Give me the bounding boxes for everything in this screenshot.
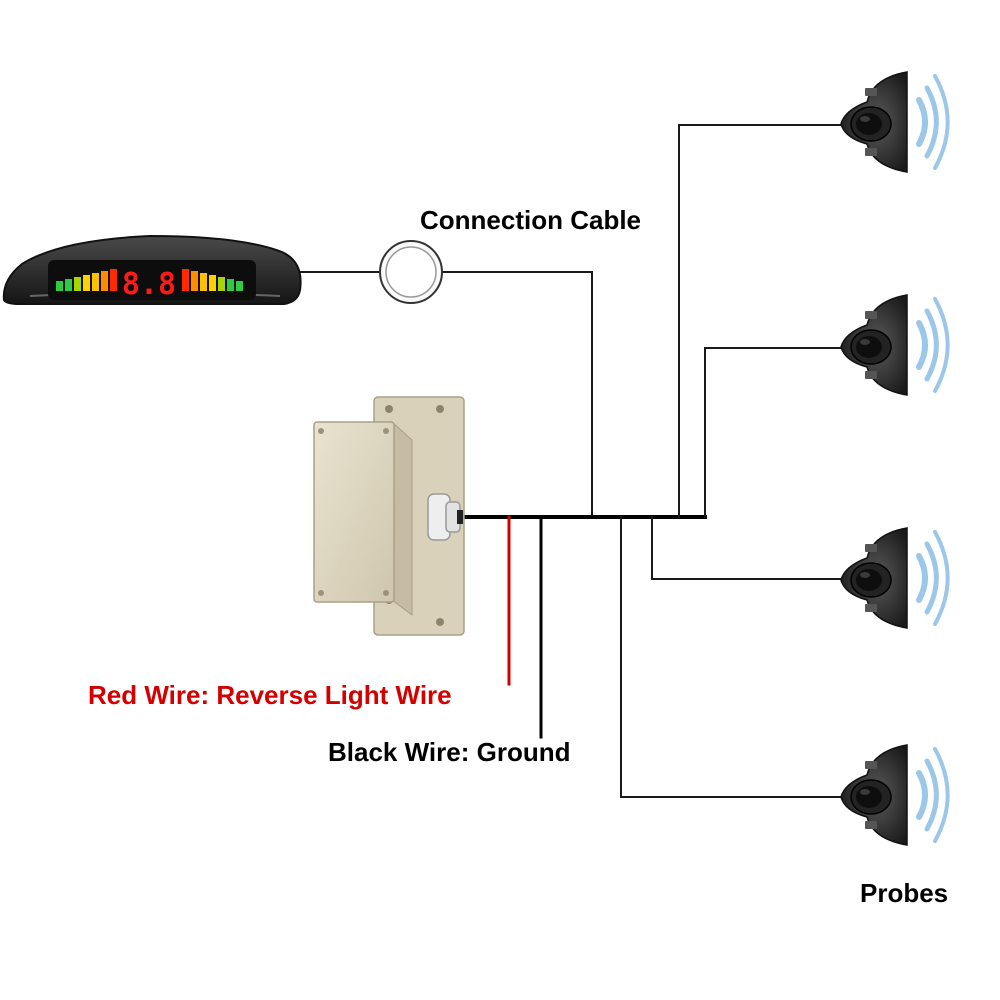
sound-wave-icon — [916, 747, 950, 843]
display-readout: 8.8 — [122, 267, 176, 302]
right-bar-meter — [182, 269, 243, 291]
control-box-icon — [313, 396, 465, 636]
left-bar-meter — [56, 269, 117, 291]
probes-group — [840, 71, 950, 846]
cable-gland-icon — [427, 493, 463, 541]
black-wire-label: Black Wire: Ground — [328, 737, 571, 767]
probe-sensor-icon — [840, 744, 908, 846]
probe-1-wire — [678, 124, 843, 518]
sound-wave-icon — [916, 74, 950, 170]
red-wire-label: Red Wire: Reverse Light Wire — [88, 680, 452, 710]
probes-label: Probes — [860, 878, 949, 908]
connection-cable — [441, 271, 593, 519]
connection-cable-label: Connection Cable — [420, 205, 642, 235]
probe-sensor-icon — [840, 527, 908, 629]
probe-sensor-icon — [840, 71, 908, 173]
display-unit-icon: 8.8 — [2, 234, 302, 305]
wires — [299, 124, 843, 798]
probe-4-wire — [620, 516, 843, 798]
probe-2-wire — [704, 347, 843, 518]
probe-sensor-icon — [840, 294, 908, 396]
probe-3-wire — [651, 516, 843, 580]
connector-ring-icon — [379, 240, 443, 304]
sound-wave-icon — [916, 530, 950, 626]
sound-wave-icon — [916, 297, 950, 393]
